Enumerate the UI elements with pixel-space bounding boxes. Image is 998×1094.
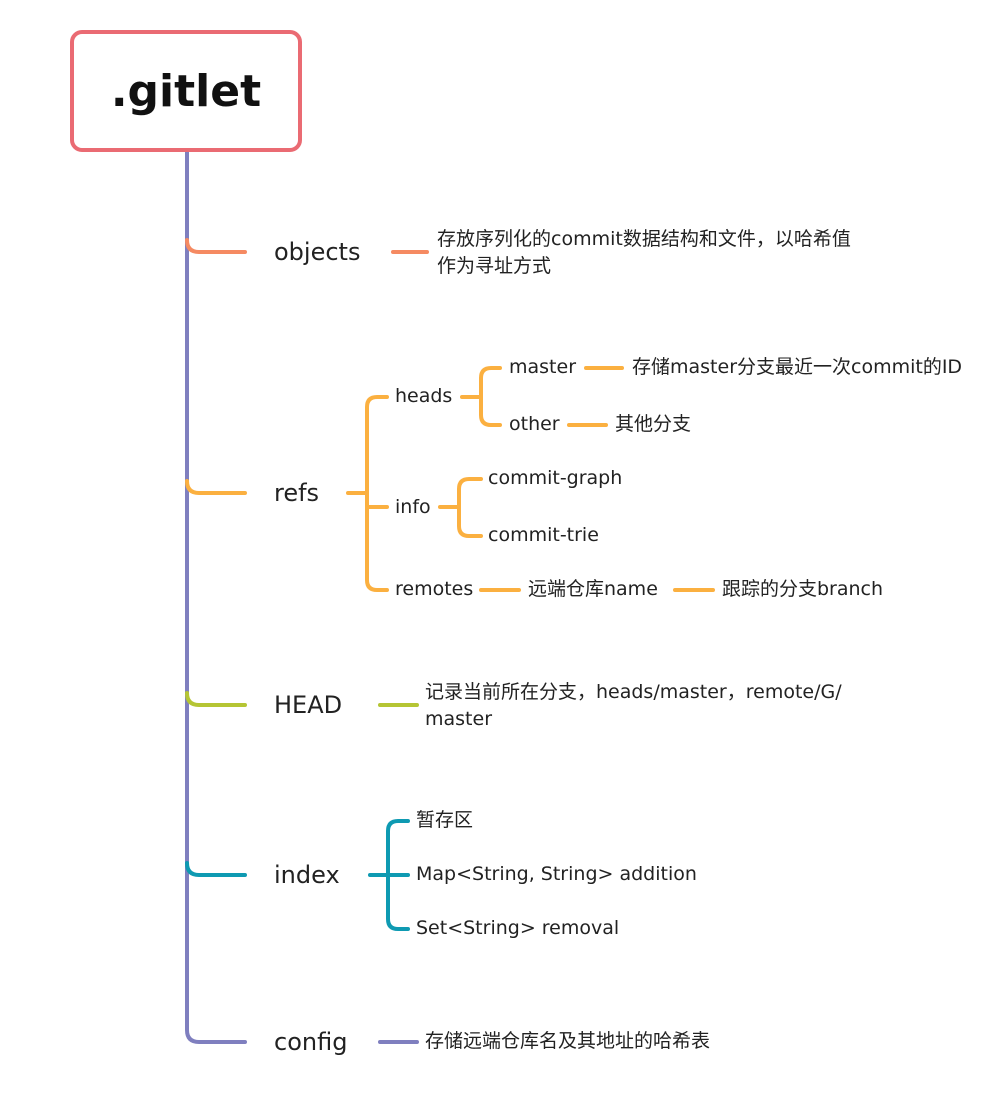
node-head[interactable]: HEAD <box>274 691 343 719</box>
head-desc-line1: 记录当前所在分支，heads/master，remote/G/ <box>425 681 842 703</box>
head-desc-line2: master <box>425 708 493 730</box>
branch-refs <box>185 479 247 495</box>
node-heads[interactable]: heads <box>395 385 453 407</box>
branch-head <box>185 691 247 707</box>
config-desc: 存储远端仓库名及其地址的哈希表 <box>425 1030 711 1052</box>
node-refs[interactable]: refs <box>274 479 320 507</box>
node-other[interactable]: other <box>509 413 560 435</box>
node-objects[interactable]: objects <box>274 238 361 266</box>
branch-objects <box>185 238 247 254</box>
trunk-line <box>185 150 247 1044</box>
node-commit-trie[interactable]: commit-trie <box>488 524 599 546</box>
node-master[interactable]: master <box>509 356 577 378</box>
node-commit-graph[interactable]: commit-graph <box>488 467 623 489</box>
other-desc: 其他分支 <box>615 413 692 435</box>
objects-desc-line2: 作为寻址方式 <box>437 255 552 277</box>
node-staging-area[interactable]: 暂存区 <box>416 809 474 831</box>
branch-index <box>185 861 247 877</box>
heads-bracket <box>479 366 502 427</box>
master-desc: 存储master分支最近一次commit的ID <box>632 356 963 378</box>
objects-desc-line1: 存放序列化的commit数据结构和文件，以哈希值 <box>437 228 851 250</box>
node-info[interactable]: info <box>395 496 431 518</box>
node-config[interactable]: config <box>274 1028 348 1056</box>
node-remotes[interactable]: remotes <box>395 578 474 600</box>
node-remote-name[interactable]: 远端仓库name <box>528 578 658 600</box>
root-label: .gitlet <box>110 65 262 117</box>
info-bracket <box>457 477 483 538</box>
node-index[interactable]: index <box>274 861 340 889</box>
refs-bracket <box>365 395 389 592</box>
node-addition[interactable]: Map<String, String> addition <box>416 863 697 885</box>
root-node[interactable]: .gitlet <box>70 30 302 152</box>
node-tracked-branch[interactable]: 跟踪的分支branch <box>722 578 884 600</box>
node-removal[interactable]: Set<String> removal <box>416 917 620 939</box>
